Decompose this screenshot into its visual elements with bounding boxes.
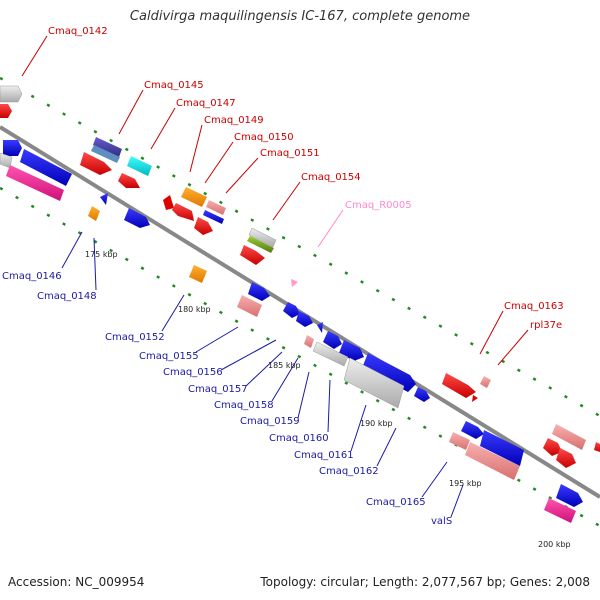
gene-label: Cmaq_0150 bbox=[234, 132, 294, 143]
gene-block bbox=[194, 217, 213, 235]
gene-block bbox=[556, 448, 576, 468]
gene-block bbox=[544, 498, 576, 523]
outer-dot-track bbox=[0, 76, 600, 418]
gene-block bbox=[465, 442, 520, 480]
tick-label: 200 kbp bbox=[538, 540, 571, 549]
gene-block bbox=[206, 200, 226, 215]
gene-label: Cmaq_0154 bbox=[301, 172, 361, 183]
gene-block bbox=[283, 302, 300, 318]
gene-block bbox=[248, 227, 277, 248]
gene-label: Cmaq_0149 bbox=[204, 115, 264, 126]
gene-label: Cmaq_0147 bbox=[176, 98, 236, 109]
tick-label: 190 kbp bbox=[360, 419, 393, 428]
gene-block bbox=[472, 395, 478, 402]
gene-label: rpl37e bbox=[530, 320, 562, 331]
gene-label: Cmaq_R0005 bbox=[345, 200, 412, 211]
gene-block bbox=[247, 236, 274, 253]
tick-label: 195 kbp bbox=[449, 479, 482, 488]
top-callouts bbox=[21, 35, 529, 366]
gene-block bbox=[343, 357, 405, 409]
gene-block bbox=[480, 376, 491, 388]
gene-block bbox=[91, 145, 120, 163]
gene-label: Cmaq_0152 bbox=[105, 332, 165, 343]
gene-block bbox=[0, 85, 23, 103]
top-gene-labels: Cmaq_0142 Cmaq_0145 Cmaq_0147 Cmaq_0149 … bbox=[48, 26, 564, 331]
gene-block bbox=[3, 140, 22, 156]
gene-block bbox=[442, 373, 476, 398]
gene-block bbox=[88, 206, 100, 221]
gene-block bbox=[189, 265, 207, 283]
gene-label: Cmaq_0151 bbox=[260, 148, 320, 159]
gene-label: Cmaq_0145 bbox=[144, 80, 204, 91]
bottom-callouts bbox=[61, 231, 464, 518]
gene-block bbox=[543, 438, 562, 456]
gene-label: Cmaq_0160 bbox=[269, 433, 329, 444]
gene-block bbox=[449, 432, 470, 450]
gene-label: Cmaq_0163 bbox=[504, 301, 564, 312]
gene-block bbox=[80, 152, 112, 175]
gene-block bbox=[237, 295, 262, 317]
gene-block bbox=[556, 484, 583, 507]
gene-label: Cmaq_0146 bbox=[2, 271, 62, 282]
tick-label: 185 kbp bbox=[268, 361, 301, 370]
gene-label: Cmaq_0158 bbox=[214, 400, 274, 411]
map-title: Caldivirga maquilingensis IC-167, comple… bbox=[129, 9, 471, 24]
gene-block bbox=[172, 203, 194, 221]
gene-block bbox=[6, 165, 64, 201]
gene-label: Cmaq_0148 bbox=[37, 291, 97, 302]
gene-block bbox=[20, 149, 72, 186]
gene-block bbox=[127, 156, 152, 176]
gene-label: valS bbox=[431, 516, 452, 527]
bottom-gene-labels: Cmaq_0146 Cmaq_0148 Cmaq_0152 Cmaq_0155 … bbox=[2, 271, 452, 527]
gene-block bbox=[461, 421, 484, 439]
inner-dot-track bbox=[0, 186, 600, 528]
gene-block bbox=[124, 208, 150, 228]
gene-label: Cmaq_0159 bbox=[240, 416, 300, 427]
gene-block bbox=[317, 322, 323, 333]
gene-block bbox=[203, 210, 224, 224]
gene-label: Cmaq_0165 bbox=[366, 497, 426, 508]
gene-block bbox=[181, 187, 207, 207]
gene-block bbox=[0, 104, 12, 118]
gene-block bbox=[248, 282, 270, 301]
gene-block bbox=[296, 311, 313, 327]
gene-block bbox=[414, 387, 430, 402]
tick-label: 175 kbp bbox=[85, 250, 118, 259]
gene-block bbox=[304, 335, 314, 348]
rna-block bbox=[291, 279, 298, 287]
top-strand-genes bbox=[0, 85, 600, 468]
gene-block bbox=[480, 430, 524, 466]
accession-text: Accession: NC_009954 bbox=[8, 575, 145, 589]
gene-block bbox=[594, 442, 600, 452]
gene-label: Cmaq_0156 bbox=[163, 367, 223, 378]
gene-block bbox=[323, 331, 342, 349]
scale-ticks: 175 kbp 180 kbp 185 kbp 190 kbp 195 kbp … bbox=[85, 250, 571, 549]
gene-block bbox=[362, 353, 416, 392]
gene-label: Cmaq_0162 bbox=[319, 466, 379, 477]
gene-block bbox=[552, 424, 586, 450]
gene-block bbox=[100, 193, 108, 205]
gene-label: Cmaq_0157 bbox=[188, 384, 248, 395]
topology-summary: Topology: circular; Length: 2,077,567 bp… bbox=[260, 575, 590, 589]
tick-label: 180 kbp bbox=[178, 305, 211, 314]
gene-block bbox=[240, 245, 265, 265]
gene-label: Cmaq_0155 bbox=[139, 351, 199, 362]
rna-callout bbox=[317, 209, 344, 248]
gene-block bbox=[93, 137, 122, 157]
gene-block bbox=[312, 341, 349, 367]
gene-block bbox=[163, 195, 174, 210]
gene-label: Cmaq_0142 bbox=[48, 26, 108, 37]
gene-block bbox=[118, 173, 140, 188]
gene-label: Cmaq_0161 bbox=[294, 450, 354, 461]
bottom-strand-genes bbox=[0, 140, 583, 523]
